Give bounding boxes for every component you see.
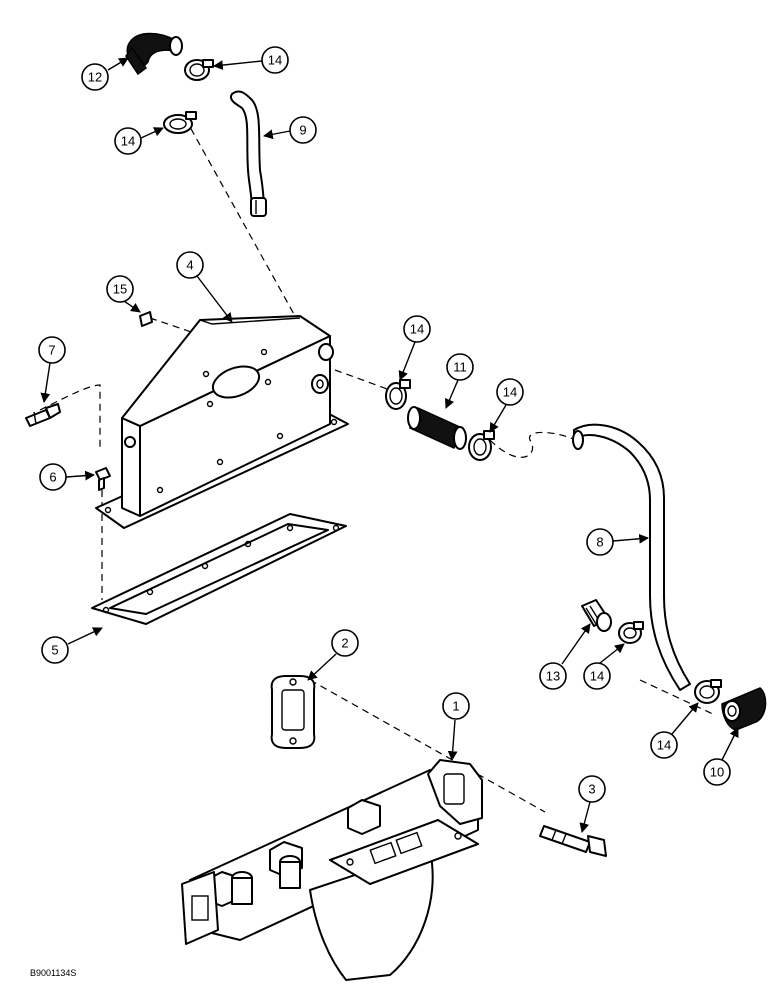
drawing-id: B9001134S: [30, 968, 76, 978]
hose-elbow-10: [721, 687, 767, 731]
callout-5: 5: [41, 627, 103, 664]
callout-4: 4: [176, 251, 233, 323]
svg-text:1: 1: [452, 699, 459, 714]
svg-text:5: 5: [51, 643, 58, 658]
hose-clamp-14-left: [163, 111, 197, 134]
callout-2: 2: [307, 629, 359, 681]
plug-15: [139, 311, 153, 327]
callout-14-e: 14: [583, 643, 625, 690]
gasket-5: [91, 513, 347, 625]
svg-text:14: 14: [121, 134, 135, 149]
gasket-2: [270, 675, 316, 749]
callout-14-a: 14: [213, 46, 289, 74]
hose-9: [230, 90, 267, 217]
svg-text:6: 6: [49, 470, 56, 485]
svg-text:11: 11: [453, 360, 467, 375]
callout-13: 13: [539, 623, 591, 690]
hose-elbow-12: [125, 32, 183, 76]
callout-14-b: 14: [114, 127, 164, 155]
bolt-6: [95, 467, 111, 491]
callout-11: 11: [444, 353, 474, 409]
tube-8: [572, 423, 691, 691]
hose-clamp-14-mid-left: [385, 379, 411, 410]
hose-clamp-14-mid-right: [468, 430, 495, 461]
svg-text:13: 13: [546, 669, 560, 684]
svg-text:12: 12: [88, 70, 102, 85]
hose-11: [407, 406, 467, 450]
hose-clamp-14-bottom-right: [694, 679, 722, 704]
callout-7: 7: [38, 336, 66, 403]
manifold-cover-4: [95, 315, 349, 529]
exhaust-manifold-1: [181, 759, 483, 981]
svg-text:2: 2: [341, 636, 348, 651]
callout-6: 6: [39, 463, 95, 491]
callout-15: 15: [106, 275, 141, 313]
svg-text:7: 7: [48, 343, 55, 358]
svg-text:15: 15: [113, 282, 127, 297]
svg-text:9: 9: [299, 123, 306, 138]
svg-text:8: 8: [596, 535, 603, 550]
callout-14-d: 14: [489, 378, 524, 433]
svg-text:14: 14: [590, 669, 604, 684]
fitting-13: [581, 599, 612, 632]
callouts: 12 14 14 9 4 15: [38, 46, 739, 833]
callout-9: 9: [263, 116, 317, 144]
svg-text:14: 14: [503, 385, 517, 400]
callout-10: 10: [703, 727, 739, 786]
svg-text:3: 3: [588, 782, 595, 797]
svg-text:14: 14: [410, 322, 424, 337]
hose-clamp-14-right: [618, 621, 644, 644]
callout-8: 8: [586, 528, 649, 556]
drain-valve-7: [25, 403, 61, 427]
svg-text:14: 14: [268, 53, 282, 68]
callout-12: 12: [81, 57, 129, 91]
svg-text:4: 4: [186, 258, 193, 273]
svg-text:10: 10: [710, 765, 724, 780]
callout-14-f: 14: [650, 702, 699, 759]
hose-clamp-14-top: [184, 59, 214, 81]
bolt-3: [539, 825, 607, 857]
callout-14-c: 14: [398, 315, 431, 381]
callout-1: 1: [442, 692, 470, 761]
callout-3: 3: [578, 775, 606, 833]
svg-text:14: 14: [657, 738, 671, 753]
